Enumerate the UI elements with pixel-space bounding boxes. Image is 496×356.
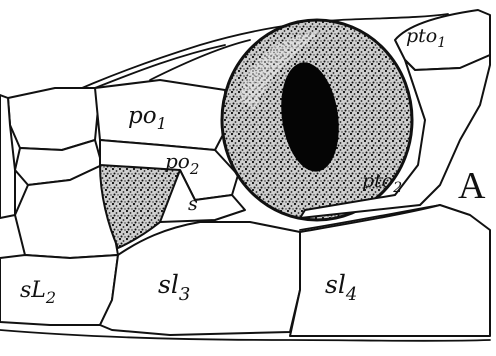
scale-sl4	[290, 205, 490, 336]
scale-sl2	[0, 255, 118, 325]
label-s: s	[188, 193, 198, 215]
panel-letter: A	[458, 165, 486, 207]
scale-left-upper	[8, 88, 100, 150]
